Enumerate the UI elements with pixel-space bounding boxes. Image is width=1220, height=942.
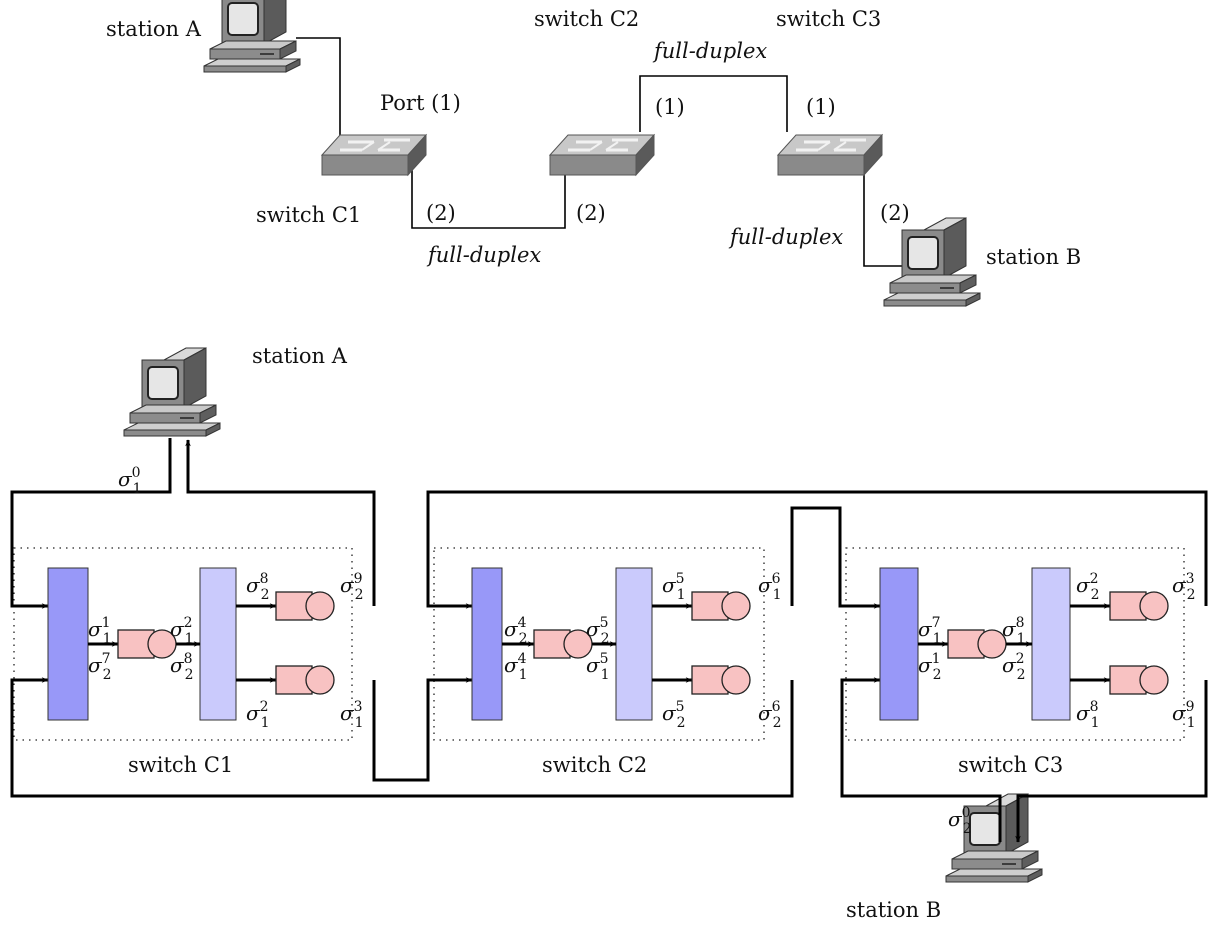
bottom-architecture: station A station B switch C1 switch C2 …	[10, 344, 1208, 922]
switch-c2-label: switch C2	[534, 7, 639, 31]
switch-c1-label-bottom: switch C1	[128, 753, 233, 777]
port-c3-1-label: (1)	[806, 95, 836, 119]
port-c2-2-label: (2)	[576, 201, 606, 225]
switch-c1-output-queue-1-icon	[275, 591, 335, 621]
station-a-computer-icon-bottom	[123, 347, 221, 437]
switch-c2-output-block	[615, 567, 653, 721]
wire-a-to-c1	[10, 438, 172, 609]
switch-c2-icon	[548, 133, 656, 177]
switch-c1-input-block	[47, 567, 89, 721]
station-b-label: station B	[986, 245, 1081, 269]
switch-c3-output-block	[1031, 567, 1071, 721]
switch-c1-output-queue-2-icon	[275, 665, 335, 695]
switch-c3-middle-queue-server-icon	[947, 629, 1007, 659]
link-c1-c2-label: full-duplex	[426, 243, 541, 267]
station-a-label-bottom: station A	[252, 344, 348, 368]
port-c2-1-label: (1)	[655, 95, 685, 119]
wire-c1-to-c2	[372, 677, 473, 782]
link-c3-b-label: full-duplex	[728, 225, 843, 249]
wire-b-to-c3	[840, 677, 1002, 842]
port-c1-2-label: (2)	[426, 201, 456, 225]
switch-c2-middle-queue-server-icon	[533, 629, 593, 659]
switch-c2-output-queue-2-icon	[691, 665, 751, 695]
switch-c3-input-block	[879, 567, 919, 721]
station-b-label-bottom: station B	[846, 898, 941, 922]
station-a-label: station A	[106, 17, 202, 41]
switch-c2-output-queue-1-icon	[691, 591, 751, 621]
switch-c3-output-queue-1-icon	[1109, 591, 1169, 621]
switch-c3-label: switch C3	[776, 7, 881, 31]
switch-c2-input-block	[471, 567, 503, 721]
station-a-computer-icon	[203, 0, 301, 73]
switch-c3-label-bottom: switch C3	[958, 753, 1063, 777]
wire-c3-to-b	[1015, 680, 1208, 843]
link-c2-c3-label: full-duplex	[652, 39, 767, 63]
switch-c1-icon	[320, 133, 428, 177]
switch-c3-icon	[776, 133, 884, 177]
port-c3-2-label: (2)	[880, 201, 910, 225]
wire-c1-to-a	[185, 439, 376, 606]
switch-c3-frame	[845, 547, 1185, 741]
switch-c2-label-bottom: switch C2	[542, 753, 647, 777]
switch-c1-middle-queue-server-icon	[117, 629, 177, 659]
switch-c1-frame	[13, 547, 353, 741]
top-topology: station A switch C2 switch C3 full-duple…	[106, 0, 1081, 307]
port-c1-1-label: Port (1)	[380, 91, 461, 115]
wire-c2-to-c1	[10, 677, 794, 798]
station-b-computer-icon	[883, 217, 981, 307]
switch-c1-label: switch C1	[256, 203, 361, 227]
switch-internals	[47, 567, 1169, 721]
wire-c3-to-c2	[426, 490, 1208, 609]
switch-c1-output-block	[199, 567, 237, 721]
switch-c3-output-queue-2-icon	[1109, 665, 1169, 695]
wire-c2-to-c3	[790, 506, 881, 609]
